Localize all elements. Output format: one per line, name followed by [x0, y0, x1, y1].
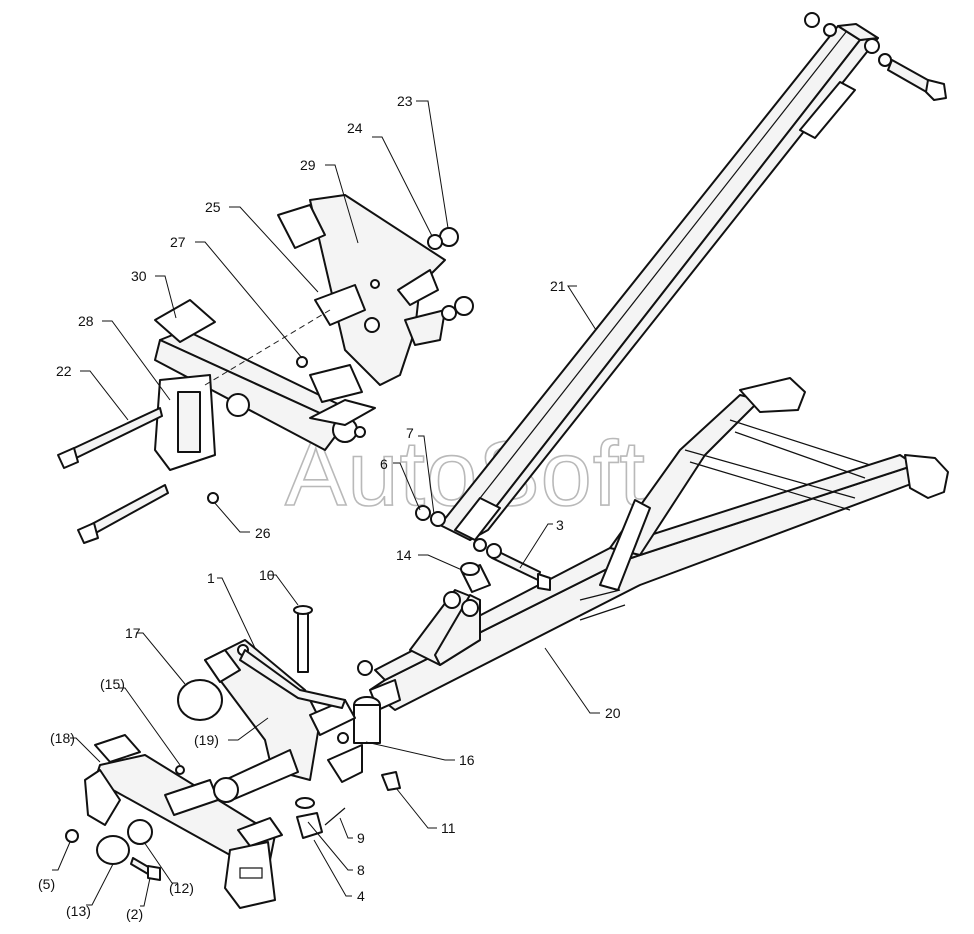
callout-14: 14 — [396, 547, 412, 563]
callout-15: (15) — [100, 676, 125, 692]
spring-part-9 — [324, 807, 346, 826]
callout-20: 20 — [605, 705, 621, 721]
callout-29: 29 — [300, 157, 316, 173]
callout-7: 7 — [406, 425, 414, 441]
nut-part-23 — [439, 227, 474, 316]
callout-labels: 23 24 29 25 27 30 28 22 26 21 7 6 3 14 2… — [38, 93, 621, 922]
callout-11: 11 — [441, 820, 456, 836]
callout-27: 27 — [170, 234, 186, 250]
callout-2: (2) — [126, 906, 143, 922]
callout-24: 24 — [347, 120, 363, 136]
alignment-line — [204, 309, 331, 386]
callout-5: (5) — [38, 876, 55, 892]
callout-28: 28 — [78, 313, 94, 329]
upper-arm-part-21 — [439, 12, 947, 541]
callout-13: (13) — [66, 903, 91, 919]
callout-3: 3 — [556, 517, 564, 533]
callout-21: 21 — [550, 278, 566, 294]
pin-part-10 — [293, 605, 313, 673]
callout-10: 10 — [259, 567, 275, 583]
bushing-part-12 — [127, 819, 153, 845]
callout-18: (18) — [50, 730, 75, 746]
bolt-part-22 — [57, 407, 169, 544]
washer-part-24 — [427, 234, 457, 321]
pivot-part-16 — [337, 696, 381, 744]
bushing-part-13 — [96, 835, 130, 865]
callout-25: 25 — [205, 199, 221, 215]
callout-19: (19) — [194, 732, 219, 748]
callout-6: 6 — [380, 456, 388, 472]
bolt-part-3 — [491, 549, 551, 591]
leader-lines — [52, 100, 600, 907]
callout-26: 26 — [255, 525, 271, 541]
callout-1: 1 — [207, 570, 215, 586]
nut-part-5 — [65, 829, 79, 843]
link-part-1 — [239, 649, 346, 709]
hitch-plate-part-19 — [204, 639, 363, 783]
plate-part-29 — [277, 194, 446, 403]
callout-22: 22 — [56, 363, 72, 379]
callout-30: 30 — [131, 268, 147, 284]
shaft-part-sleeve — [213, 749, 299, 803]
callout-8: 8 — [357, 862, 365, 878]
callout-23: 23 — [397, 93, 413, 109]
washer-part-8 — [295, 797, 315, 809]
callout-12: (12) — [169, 880, 194, 896]
pin-part-27 — [296, 356, 308, 368]
bolt-part-2 — [130, 857, 161, 881]
nut-part-7 — [430, 511, 502, 559]
washer-part-6 — [415, 505, 431, 521]
nut-part-26 — [207, 492, 219, 504]
bushing-part-14 — [460, 562, 491, 593]
callout-4: 4 — [357, 888, 365, 904]
cap-part-11 — [381, 771, 401, 791]
bracket-assembly-part-28 — [154, 299, 376, 471]
frame-part-20 — [357, 377, 949, 711]
callout-16: 16 — [459, 752, 475, 768]
bumper-part-17 — [177, 679, 223, 721]
callout-9: 9 — [357, 830, 365, 846]
callout-17: 17 — [125, 625, 141, 641]
